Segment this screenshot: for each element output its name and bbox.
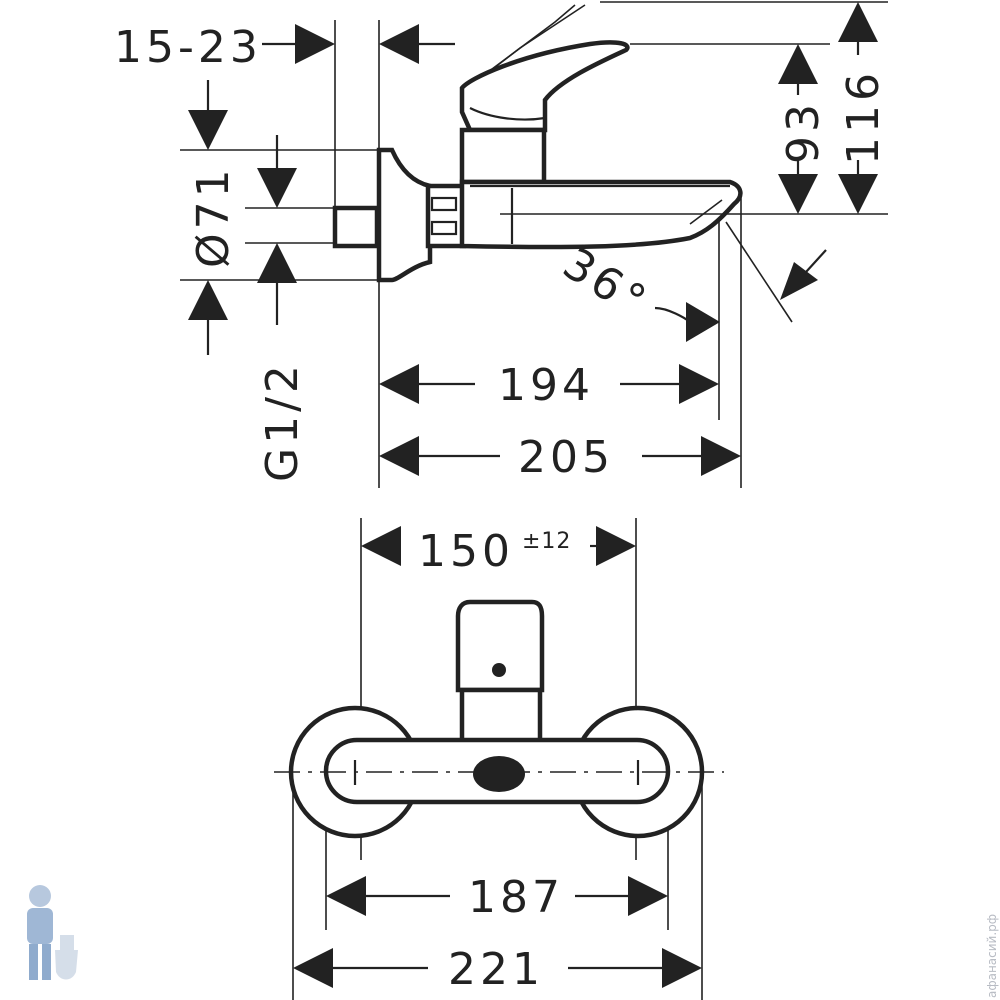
front-handle-column [459, 687, 543, 745]
dim-overall-length: 205 [518, 432, 614, 483]
dim-center-tolerance: ±12 [522, 529, 571, 554]
dim-overall-width: 221 [448, 944, 544, 995]
connector-block [425, 183, 467, 249]
indicator-dot [492, 663, 506, 677]
plumber-mascot-icon [27, 885, 78, 980]
handle-lever [459, 40, 630, 133]
dim-total-height: 116 [838, 69, 889, 165]
dim-spout-length: 194 [498, 360, 594, 411]
handle-column [459, 127, 547, 185]
dim-thread: G1/2 [257, 361, 308, 482]
dim-rosette-diameter: Ø71 [188, 165, 239, 268]
dim-wall-offset: 15-23 [114, 22, 262, 73]
side-view: 15-23 Ø71 G1/2 93 116 36° [114, 1, 889, 488]
front-view: 150 ±12 187 221 [274, 518, 724, 1000]
dim-angle: 36° [554, 238, 657, 329]
wall-nut [332, 205, 380, 249]
dim-body-width: 187 [468, 872, 564, 923]
dim-handle-height: 93 [778, 100, 829, 164]
rosette [376, 147, 433, 283]
outlet [473, 756, 525, 792]
watermark-text: афанасий.рф [985, 914, 999, 998]
dim-center-distance: 150 [418, 526, 514, 577]
